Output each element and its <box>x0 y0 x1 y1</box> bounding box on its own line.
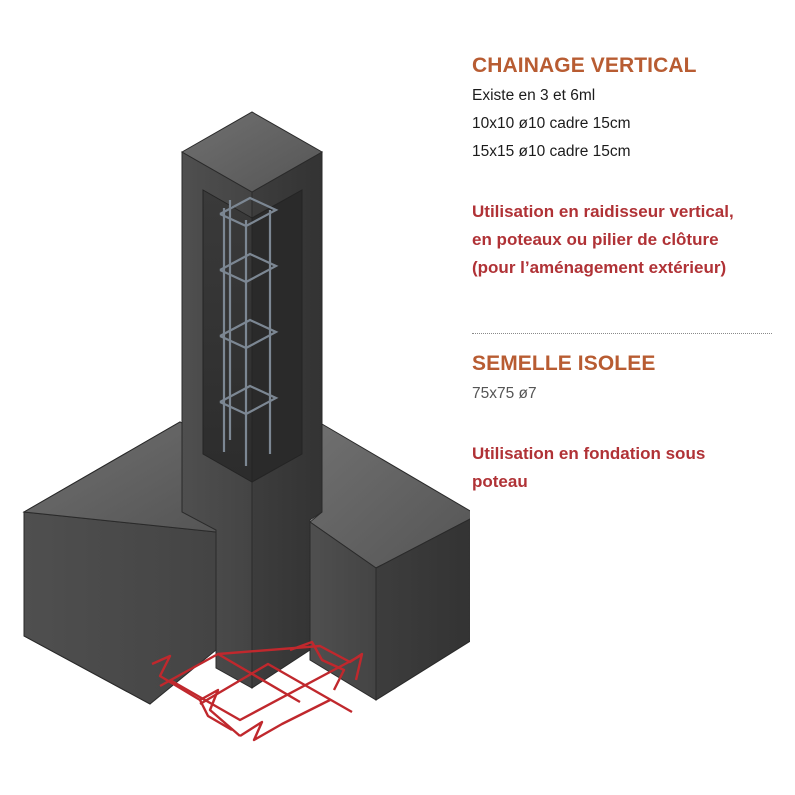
footing-right-block <box>309 423 470 701</box>
column-cutaway <box>202 189 303 483</box>
section-divider <box>472 333 772 334</box>
chainage-usage-line-2: en poteaux ou pilier de clôture <box>472 230 719 249</box>
column-footing-illustration <box>22 111 470 742</box>
semelle-spec: 75x75 ø7 <box>472 385 537 402</box>
chainage-title: CHAINAGE VERTICAL <box>472 54 697 77</box>
chainage-spec-length: Existe en 3 et 6ml <box>472 87 596 104</box>
semelle-title: SEMELLE ISOLEE <box>472 352 656 375</box>
semelle-usage-line-2: poteau <box>472 472 528 491</box>
chainage-spec-10x10: 10x10 ø10 cadre 15cm <box>472 115 631 132</box>
semelle-usage-line-1: Utilisation en fondation sous <box>472 444 706 463</box>
footing-rebar-mesh <box>151 640 364 742</box>
chainage-spec-15x15: 15x15 ø10 cadre 15cm <box>472 143 631 160</box>
chainage-usage-line-1: Utilisation en raidisseur vertical, <box>472 202 734 221</box>
rebar-cage <box>219 196 279 466</box>
chainage-usage-line-3: (pour l’aménagement extérieur) <box>472 258 727 277</box>
